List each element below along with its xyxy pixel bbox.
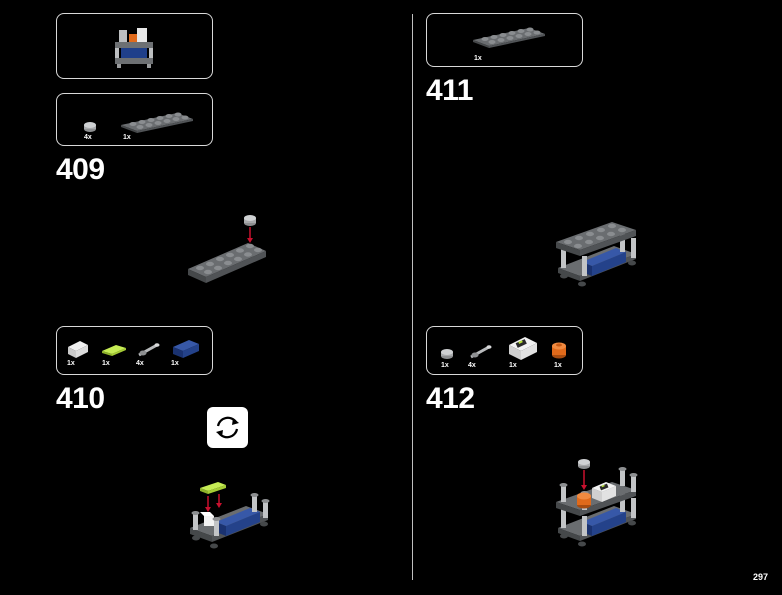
bar-light-gray-icon bbox=[138, 343, 160, 357]
step-409-assembly-image bbox=[188, 215, 266, 283]
plate-2x6-dark-gray-icon bbox=[473, 27, 545, 48]
round-plate-1x1-light-gray-icon bbox=[441, 349, 453, 359]
step-411-assembly-image bbox=[556, 222, 636, 287]
part-qty: 4x bbox=[136, 360, 144, 367]
page-number: 297 bbox=[752, 572, 768, 582]
bar-light-gray-icon bbox=[470, 345, 492, 359]
round-brick-orange-icon bbox=[552, 342, 566, 359]
step-411-parts-list: 1x bbox=[426, 13, 583, 67]
step-number: 409 bbox=[56, 153, 105, 186]
part-qty: 4x bbox=[84, 134, 92, 141]
step-number: 412 bbox=[426, 382, 475, 415]
step-number: 411 bbox=[426, 74, 473, 107]
rotate-model-icon bbox=[207, 407, 248, 448]
part-qty: 1x bbox=[509, 362, 517, 369]
submodel-preview-box bbox=[56, 13, 213, 79]
part-qty: 1x bbox=[554, 362, 562, 369]
printed-slope-white-icon bbox=[509, 337, 537, 360]
part-qty: 4x bbox=[468, 362, 476, 369]
page-divider bbox=[412, 14, 413, 580]
slope-brick-white-icon bbox=[68, 341, 88, 358]
submodel-preview-image bbox=[115, 28, 153, 68]
part-qty: 1x bbox=[474, 55, 482, 62]
part-qty: 1x bbox=[123, 134, 131, 141]
step-410-assembly-image bbox=[190, 482, 270, 549]
step-number: 410 bbox=[56, 382, 105, 415]
step-409-parts-list: 4x 1x bbox=[56, 93, 213, 146]
part-qty: 1x bbox=[441, 362, 449, 369]
slope-brick-dark-blue-icon bbox=[173, 340, 199, 358]
step-410-parts-list: 1x 1x 4x 1x bbox=[56, 326, 213, 375]
plate-2x6-dark-gray-icon bbox=[121, 112, 193, 133]
part-qty: 1x bbox=[102, 360, 110, 367]
round-plate-1x1-light-gray-icon bbox=[84, 122, 96, 132]
tile-lime-green-icon bbox=[102, 345, 126, 356]
part-qty: 1x bbox=[171, 360, 179, 367]
step-412-assembly-image bbox=[556, 459, 638, 547]
step-412-parts-list: 1x 4x 1x 1x bbox=[426, 326, 583, 375]
part-qty: 1x bbox=[67, 360, 75, 367]
